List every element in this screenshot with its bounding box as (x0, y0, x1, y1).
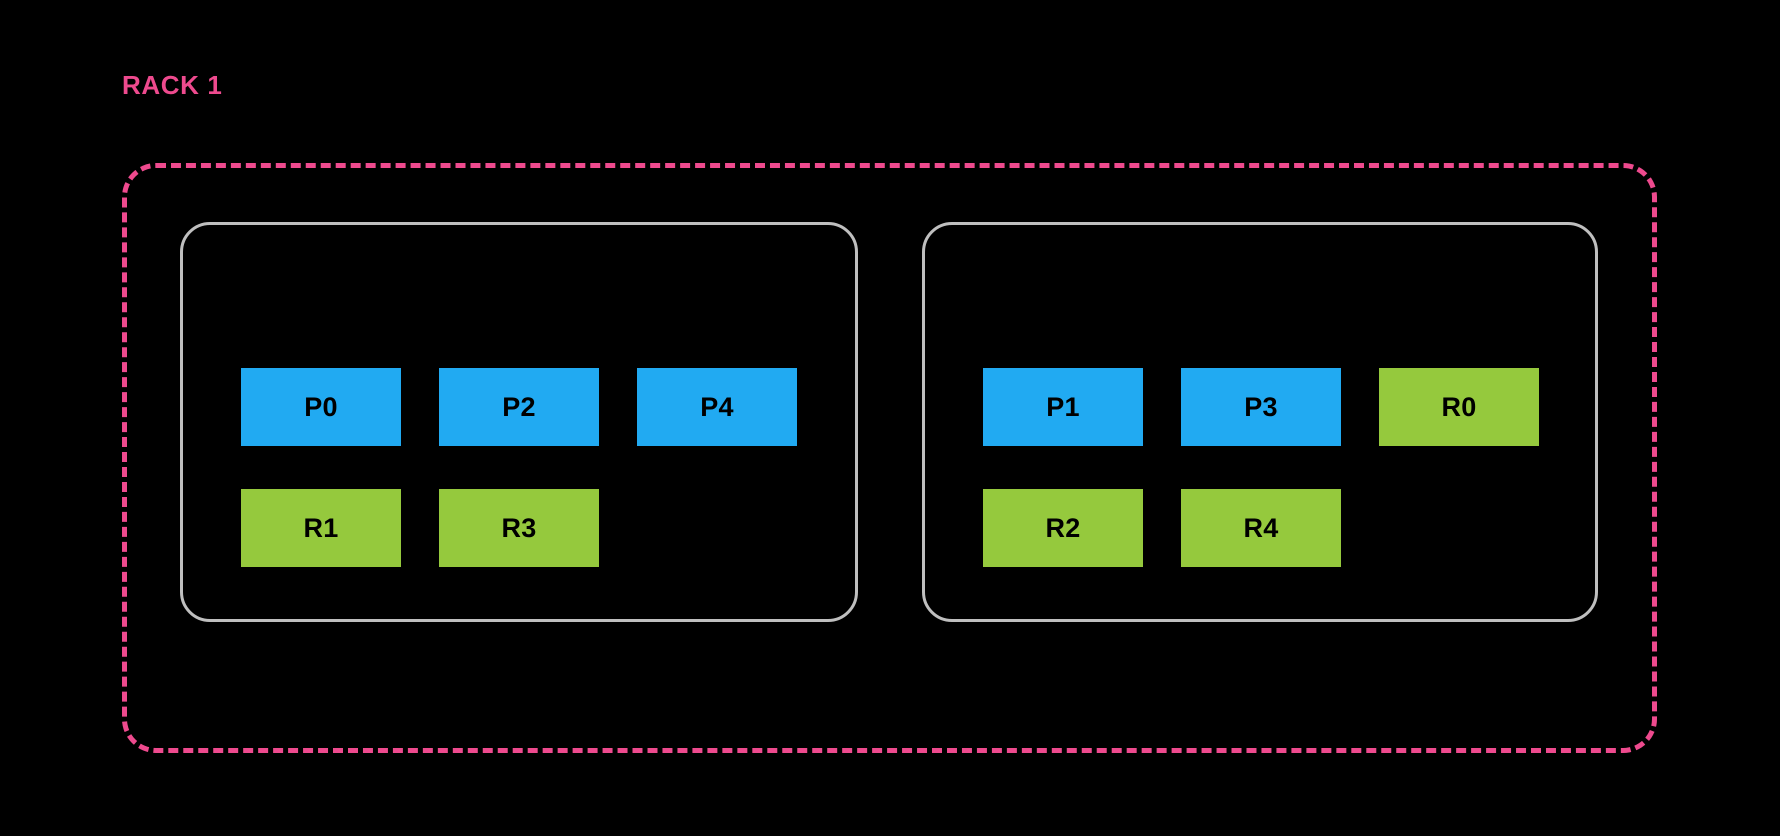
unit-box-p1[interactable]: P1 (983, 368, 1143, 446)
unit-row: R1 R3 (241, 489, 599, 567)
unit-box-r2[interactable]: R2 (983, 489, 1143, 567)
unit-box-r0[interactable]: R0 (1379, 368, 1539, 446)
unit-box-p3[interactable]: P3 (1181, 368, 1341, 446)
rack-boundary (122, 163, 1657, 753)
unit-box-r3[interactable]: R3 (439, 489, 599, 567)
unit-box-p2[interactable]: P2 (439, 368, 599, 446)
unit-box-r1[interactable]: R1 (241, 489, 401, 567)
unit-row: P0 P2 P4 (241, 368, 797, 446)
unit-row: R2 R4 (983, 489, 1341, 567)
rack-title: RACK 1 (122, 70, 223, 100)
unit-box-p4[interactable]: P4 (637, 368, 797, 446)
unit-box-r4[interactable]: R4 (1181, 489, 1341, 567)
unit-box-p0[interactable]: P0 (241, 368, 401, 446)
unit-row: P1 P3 R0 (983, 368, 1539, 446)
